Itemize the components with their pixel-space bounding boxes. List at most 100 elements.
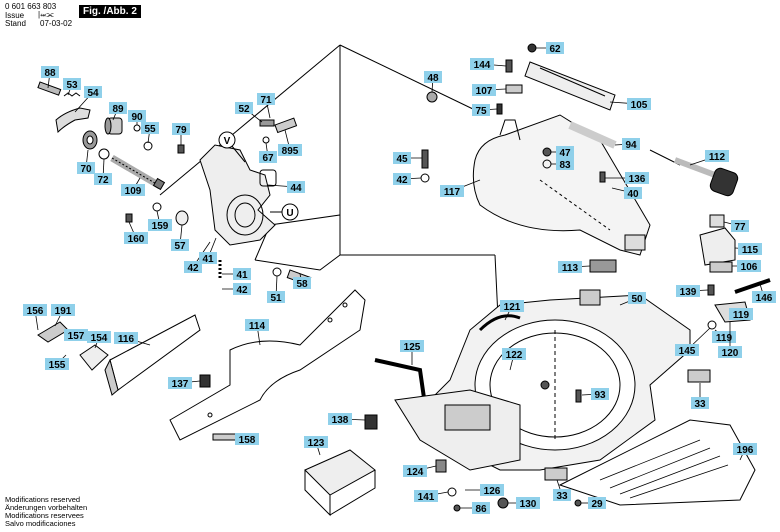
part-label-42b: 42 [222, 283, 251, 296]
assembly-guide-line [339, 45, 495, 256]
label-box [502, 348, 526, 360]
label-text: 40 [627, 189, 639, 200]
label-box [472, 502, 490, 514]
knob-138 [364, 414, 378, 430]
part-label-33a: 33 [691, 383, 709, 410]
label-box [171, 239, 189, 251]
label-text: 124 [407, 467, 424, 478]
label-text: 71 [260, 95, 272, 106]
issue-label: Issue [5, 11, 25, 20]
part-label-109: 109 [121, 177, 145, 197]
fence-114 [169, 289, 366, 441]
label-box [393, 173, 411, 185]
screw-86 [453, 504, 461, 512]
label-text: 157 [68, 331, 85, 342]
label-text: 112 [709, 152, 726, 163]
label-box [148, 219, 172, 231]
label-text: 72 [97, 175, 109, 186]
part-label-117: 117 [440, 179, 481, 198]
label-text: 136 [629, 174, 646, 185]
label-box [752, 291, 776, 303]
label-box [588, 497, 606, 509]
screw-93 [575, 389, 582, 403]
part-label-94: 94 [614, 138, 640, 151]
screw-79 [177, 144, 185, 154]
part-label-105: 105 [609, 98, 651, 111]
label-text: 119 [733, 310, 750, 321]
part-label-58: 58 [293, 273, 311, 290]
label-box [393, 152, 411, 164]
part-label-139: 139 [676, 285, 709, 298]
bolt-45 [421, 149, 429, 169]
footer-line: Änderungen vorbehalten [5, 503, 88, 512]
label-box [403, 465, 427, 477]
label-text: 126 [484, 486, 501, 497]
part-label-124: 124 [403, 465, 437, 478]
label-box [624, 187, 642, 199]
label-text: 53 [66, 80, 78, 91]
label-text: 115 [742, 245, 759, 256]
figure-label: Fig. /Abb. 2 [79, 5, 141, 18]
label-box [414, 490, 438, 502]
label-box [141, 122, 159, 134]
bolt-94 [568, 121, 617, 149]
label-text: 52 [238, 104, 250, 115]
upper-arm [472, 114, 651, 256]
knob-89 [104, 117, 123, 135]
assembly-guide-line [339, 44, 476, 111]
part-label-121: 121 [500, 300, 524, 321]
issue-mark-icon: |⬺⫘ [38, 10, 54, 19]
label-box [470, 58, 494, 70]
label-box [558, 261, 582, 273]
label-box [500, 300, 524, 312]
label-text: 156 [27, 306, 44, 317]
label-text: 89 [112, 104, 124, 115]
washer-141 [447, 487, 457, 497]
label-box [51, 304, 75, 316]
label-plate-33b [544, 467, 568, 481]
label-text: 138 [332, 415, 349, 426]
washer-47 [542, 147, 552, 157]
part-label-71: 71 [257, 93, 275, 119]
date-text: 07-03-02 [40, 19, 73, 28]
label-box [63, 78, 81, 90]
part-label-57: 57 [171, 224, 189, 252]
part-label-47: 47 [551, 146, 574, 159]
label-box [675, 344, 699, 356]
label-text: 70 [80, 164, 92, 175]
view-marker-u: U [270, 203, 299, 221]
footer-line: Modifications reservees [5, 511, 84, 520]
label-box [184, 261, 202, 273]
part-label-106: 106 [732, 260, 761, 273]
label-text: 93 [594, 390, 606, 401]
label-box [733, 443, 757, 455]
label-box [168, 377, 192, 389]
part-label-107: 107 [472, 84, 507, 97]
screw-160 [125, 213, 133, 223]
washer-51 [272, 267, 282, 277]
part-label-895: 895 [278, 129, 302, 157]
label-text: 75 [475, 106, 487, 117]
washer-72 [98, 148, 110, 160]
label-box [516, 497, 540, 509]
label-text: 41 [202, 254, 214, 265]
foot-123 [304, 449, 376, 517]
part-label-114: 114 [245, 319, 269, 346]
label-text: 50 [631, 294, 643, 305]
label-box [328, 413, 352, 425]
label-text: 116 [118, 334, 135, 345]
part-label-40: 40 [611, 187, 642, 200]
bushing-70 [82, 130, 98, 150]
label-text: 113 [562, 263, 579, 274]
part-label-72: 72 [94, 158, 112, 186]
part-label-90: 90 [128, 110, 146, 125]
nut-48 [426, 91, 438, 103]
label-text: 154 [91, 333, 108, 344]
part-label-155: 155 [45, 354, 69, 371]
washer-130 [497, 497, 509, 509]
label-text: 55 [144, 124, 156, 135]
fence-116 [104, 314, 201, 396]
label-box [257, 93, 275, 105]
label-box [45, 358, 69, 370]
part-label-86: 86 [460, 502, 490, 515]
